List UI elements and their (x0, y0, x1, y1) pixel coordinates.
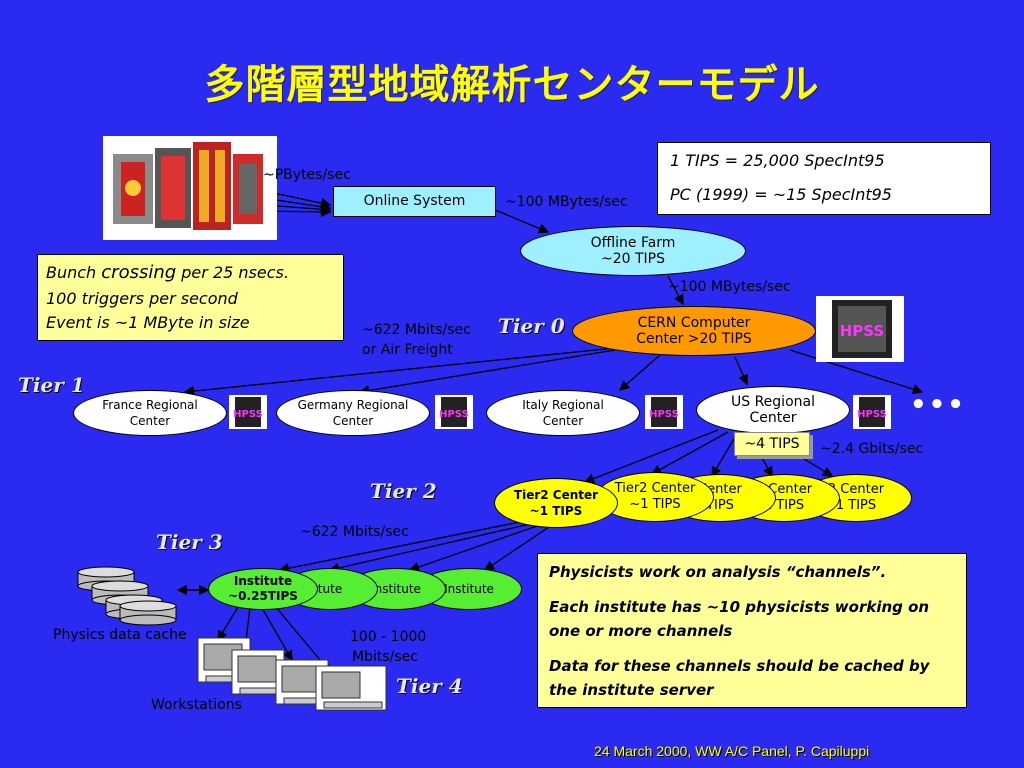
italy-hpss-icon: HPSS (643, 393, 685, 431)
tier2-b-line-2: ~1 TIPS (629, 497, 681, 512)
bunch-text-c: per 25 nsecs. (176, 263, 289, 282)
germany-line-1: Germany Regional (297, 398, 409, 412)
tier2-center-main: Tier2 Center ~1 TIPS (494, 478, 618, 528)
offline-farm-line-2: ~20 TIPS (600, 251, 665, 267)
us-line-1: US Regional (731, 394, 815, 410)
bunch-text-a: Bunch (46, 263, 102, 282)
workstations-icon (196, 636, 388, 712)
tier2-bandwidth-label: ~2.4 Gbits/sec (820, 441, 924, 457)
tier2-main-line-1: Tier2 Center (513, 488, 599, 502)
institute-node-main: Institute ~0.25TIPS (208, 568, 318, 610)
tier2-c-line-2: TIPS (706, 498, 734, 513)
physics-data-cache-icon (76, 566, 180, 626)
tier-4-label: Tier 4 (396, 674, 463, 698)
tier-2-label: Tier 2 (370, 479, 437, 503)
pbytes-label: ~PBytes/sec (263, 167, 351, 183)
svg-text:HPSS: HPSS (233, 409, 263, 420)
us-regional-center-node: US Regional Center (696, 386, 850, 434)
bunch-line-3: Event is ~1 MByte in size (46, 313, 250, 332)
france-line-2: Center (129, 414, 171, 428)
page-title: 多階層型地域解析センターモデル (204, 62, 820, 108)
physicists-para-1: Physicists work on analysis “channels”. (549, 563, 887, 581)
tier0-bandwidth-label-2: or Air Freight (362, 342, 453, 358)
offline-farm-node: Offline Farm ~20 TIPS (520, 226, 746, 276)
tier-1-label: Tier 1 (18, 373, 85, 397)
more-centers-ellipsis: ••• (910, 390, 966, 420)
tips-line-2: PC (1999) = ~15 SpecInt95 (670, 185, 892, 204)
us-tips-badge: ~4 TIPS (734, 432, 810, 456)
physicists-note-box: Physicists work on analysis “channels”. … (537, 553, 967, 708)
workstations-label: Workstations (151, 697, 242, 713)
hpss-text: HPSS (840, 322, 884, 340)
germany-regional-center-node: Germany Regional Center (276, 390, 430, 436)
tier4-bandwidth-label-1: 100 - 1000 (350, 629, 427, 645)
tips-definition-box: 1 TIPS = 25,000 SpecInt95 PC (1999) = ~1… (657, 142, 991, 215)
us-line-2: Center (749, 410, 797, 426)
online-bandwidth-label: ~100 MBytes/sec (505, 194, 628, 210)
physicists-para-2: Each institute has ~10 physicists workin… (549, 598, 930, 640)
cern-line-2: Center >20 TIPS (636, 331, 752, 347)
detector-image (103, 136, 277, 240)
svg-text:HPSS: HPSS (857, 409, 887, 420)
hpss-storage-image: HPSS (816, 296, 904, 362)
farm-bandwidth-label: ~100 MBytes/sec (668, 279, 791, 295)
tier2-e-line-1: 2 Center (827, 482, 885, 497)
italy-line-1: Italy Regional (522, 398, 604, 412)
italy-line-2: Center (542, 414, 584, 428)
footer-credit: 24 March 2000, WW A/C Panel, P. Capilupp… (594, 743, 870, 759)
us-hpss-icon: HPSS (851, 393, 893, 431)
france-regional-center-node: France Regional Center (73, 390, 227, 436)
germany-line-2: Center (332, 414, 374, 428)
france-hpss-icon: HPSS (227, 393, 269, 431)
cern-line-1: CERN Computer (637, 315, 751, 331)
tier2-b-line-1: Tier2 Center (614, 481, 696, 496)
tips-line-1: 1 TIPS = 25,000 SpecInt95 (670, 151, 885, 170)
tier2-main-line-2: ~1 TIPS (529, 504, 583, 518)
bunch-line-1: Bunch crossing per 25 nsecs. (46, 261, 289, 285)
bunch-crossing-box: Bunch crossing per 25 nsecs. 100 trigger… (37, 254, 344, 341)
svg-text:HPSS: HPSS (649, 409, 679, 420)
france-line-1: France Regional (102, 398, 198, 412)
bunch-line-2: 100 triggers per second (46, 289, 238, 308)
offline-farm-line-1: Offline Farm (590, 235, 676, 251)
physics-data-cache-label: Physics data cache (53, 627, 187, 643)
cern-center-node: CERN Computer Center >20 TIPS (572, 306, 816, 356)
italy-regional-center-node: Italy Regional Center (486, 390, 640, 436)
tier2-e-line-2: 1 TIPS (835, 498, 877, 513)
institute-main-line-2: ~0.25TIPS (228, 589, 298, 603)
svg-text:HPSS: HPSS (439, 409, 469, 420)
bunch-text-b: crossing (101, 262, 177, 283)
physicists-para-3: Data for these channels should be cached… (549, 657, 930, 699)
institute-main-line-1: Institute (233, 574, 293, 588)
tier4-bandwidth-label-2: Mbits/sec (352, 649, 418, 665)
tier3-bandwidth-label: ~622 Mbits/sec (300, 524, 409, 540)
tier-0-label: Tier 0 (498, 314, 565, 338)
tier-3-label: Tier 3 (156, 530, 223, 554)
online-system-box: Online System (333, 186, 496, 217)
tier0-bandwidth-label-1: ~622 Mbits/sec (362, 322, 471, 338)
germany-hpss-icon: HPSS (433, 393, 475, 431)
